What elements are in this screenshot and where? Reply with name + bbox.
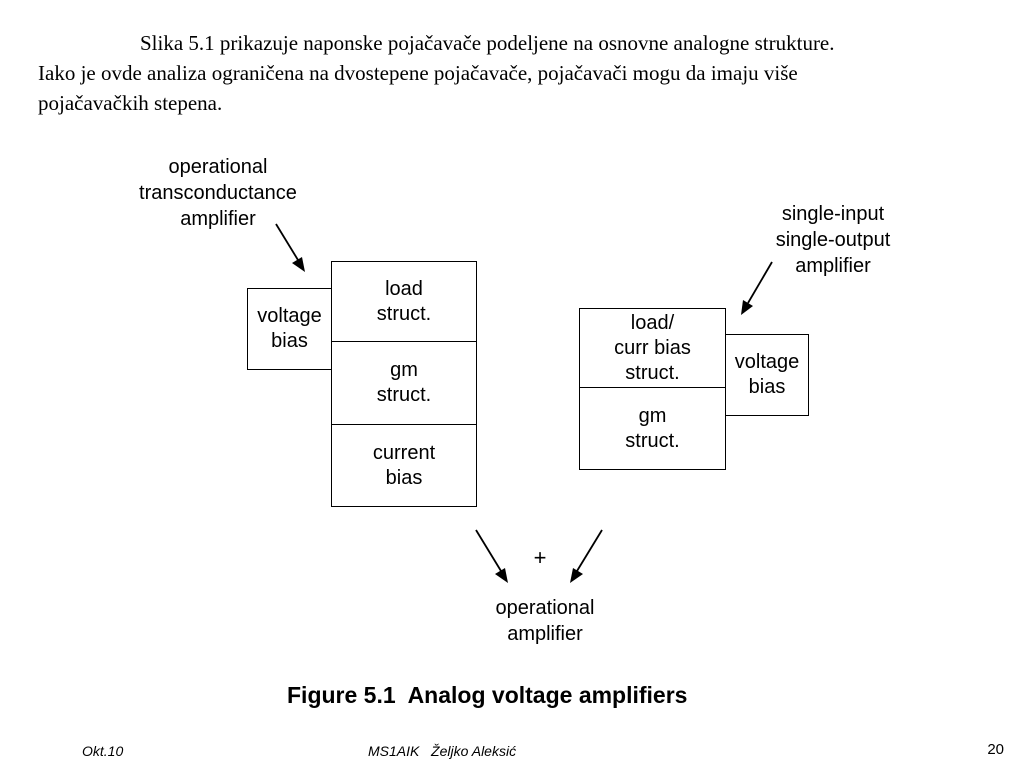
- siso-load-curr-bias-block: load/ curr bias struct.: [579, 308, 726, 388]
- siso-label: single-input single-output amplifier: [775, 203, 891, 277]
- right-merge-arrowhead: [570, 568, 583, 583]
- ota-arrowhead: [292, 257, 305, 272]
- paragraph-line-2: Iako je ovde analiza ograničena na dvost…: [38, 61, 798, 85]
- ota-gm-struct-block: gm struct.: [331, 341, 477, 425]
- paragraph-line-1: Slika 5.1 prikazuje naponske pojačavače …: [140, 31, 835, 55]
- page-number: 20: [987, 741, 1004, 758]
- siso-pointer-arrow: [747, 261, 773, 304]
- footer-course-author: MS1AIK Željko Aleksić: [368, 743, 517, 759]
- ota-voltage-bias-block: voltage bias: [247, 288, 332, 370]
- intro-paragraph: Slika 5.1 prikazuje naponske pojačavače …: [38, 28, 998, 118]
- siso-gm-struct-block: gm struct.: [579, 387, 726, 470]
- ota-label: operational transconductance amplifier: [139, 156, 297, 230]
- right-merge-arrow: [576, 529, 603, 572]
- siso-voltage-bias-block: voltage bias: [725, 334, 809, 416]
- ota-pointer-arrow: [275, 223, 299, 261]
- paragraph-line-3: pojačavačkih stepena.: [38, 91, 223, 115]
- ota-current-bias-block: current bias: [331, 424, 477, 507]
- footer-date: Okt.10: [82, 743, 124, 759]
- ota-load-struct-block: load struct.: [331, 261, 477, 342]
- operational-amplifier-label: operational amplifier: [495, 597, 595, 645]
- siso-arrowhead: [741, 300, 753, 315]
- left-merge-arrowhead: [495, 568, 508, 583]
- plus-sign: +: [533, 545, 547, 570]
- left-merge-arrow: [475, 529, 502, 572]
- figure-caption: Figure 5.1 Analog voltage amplifiers: [287, 682, 688, 708]
